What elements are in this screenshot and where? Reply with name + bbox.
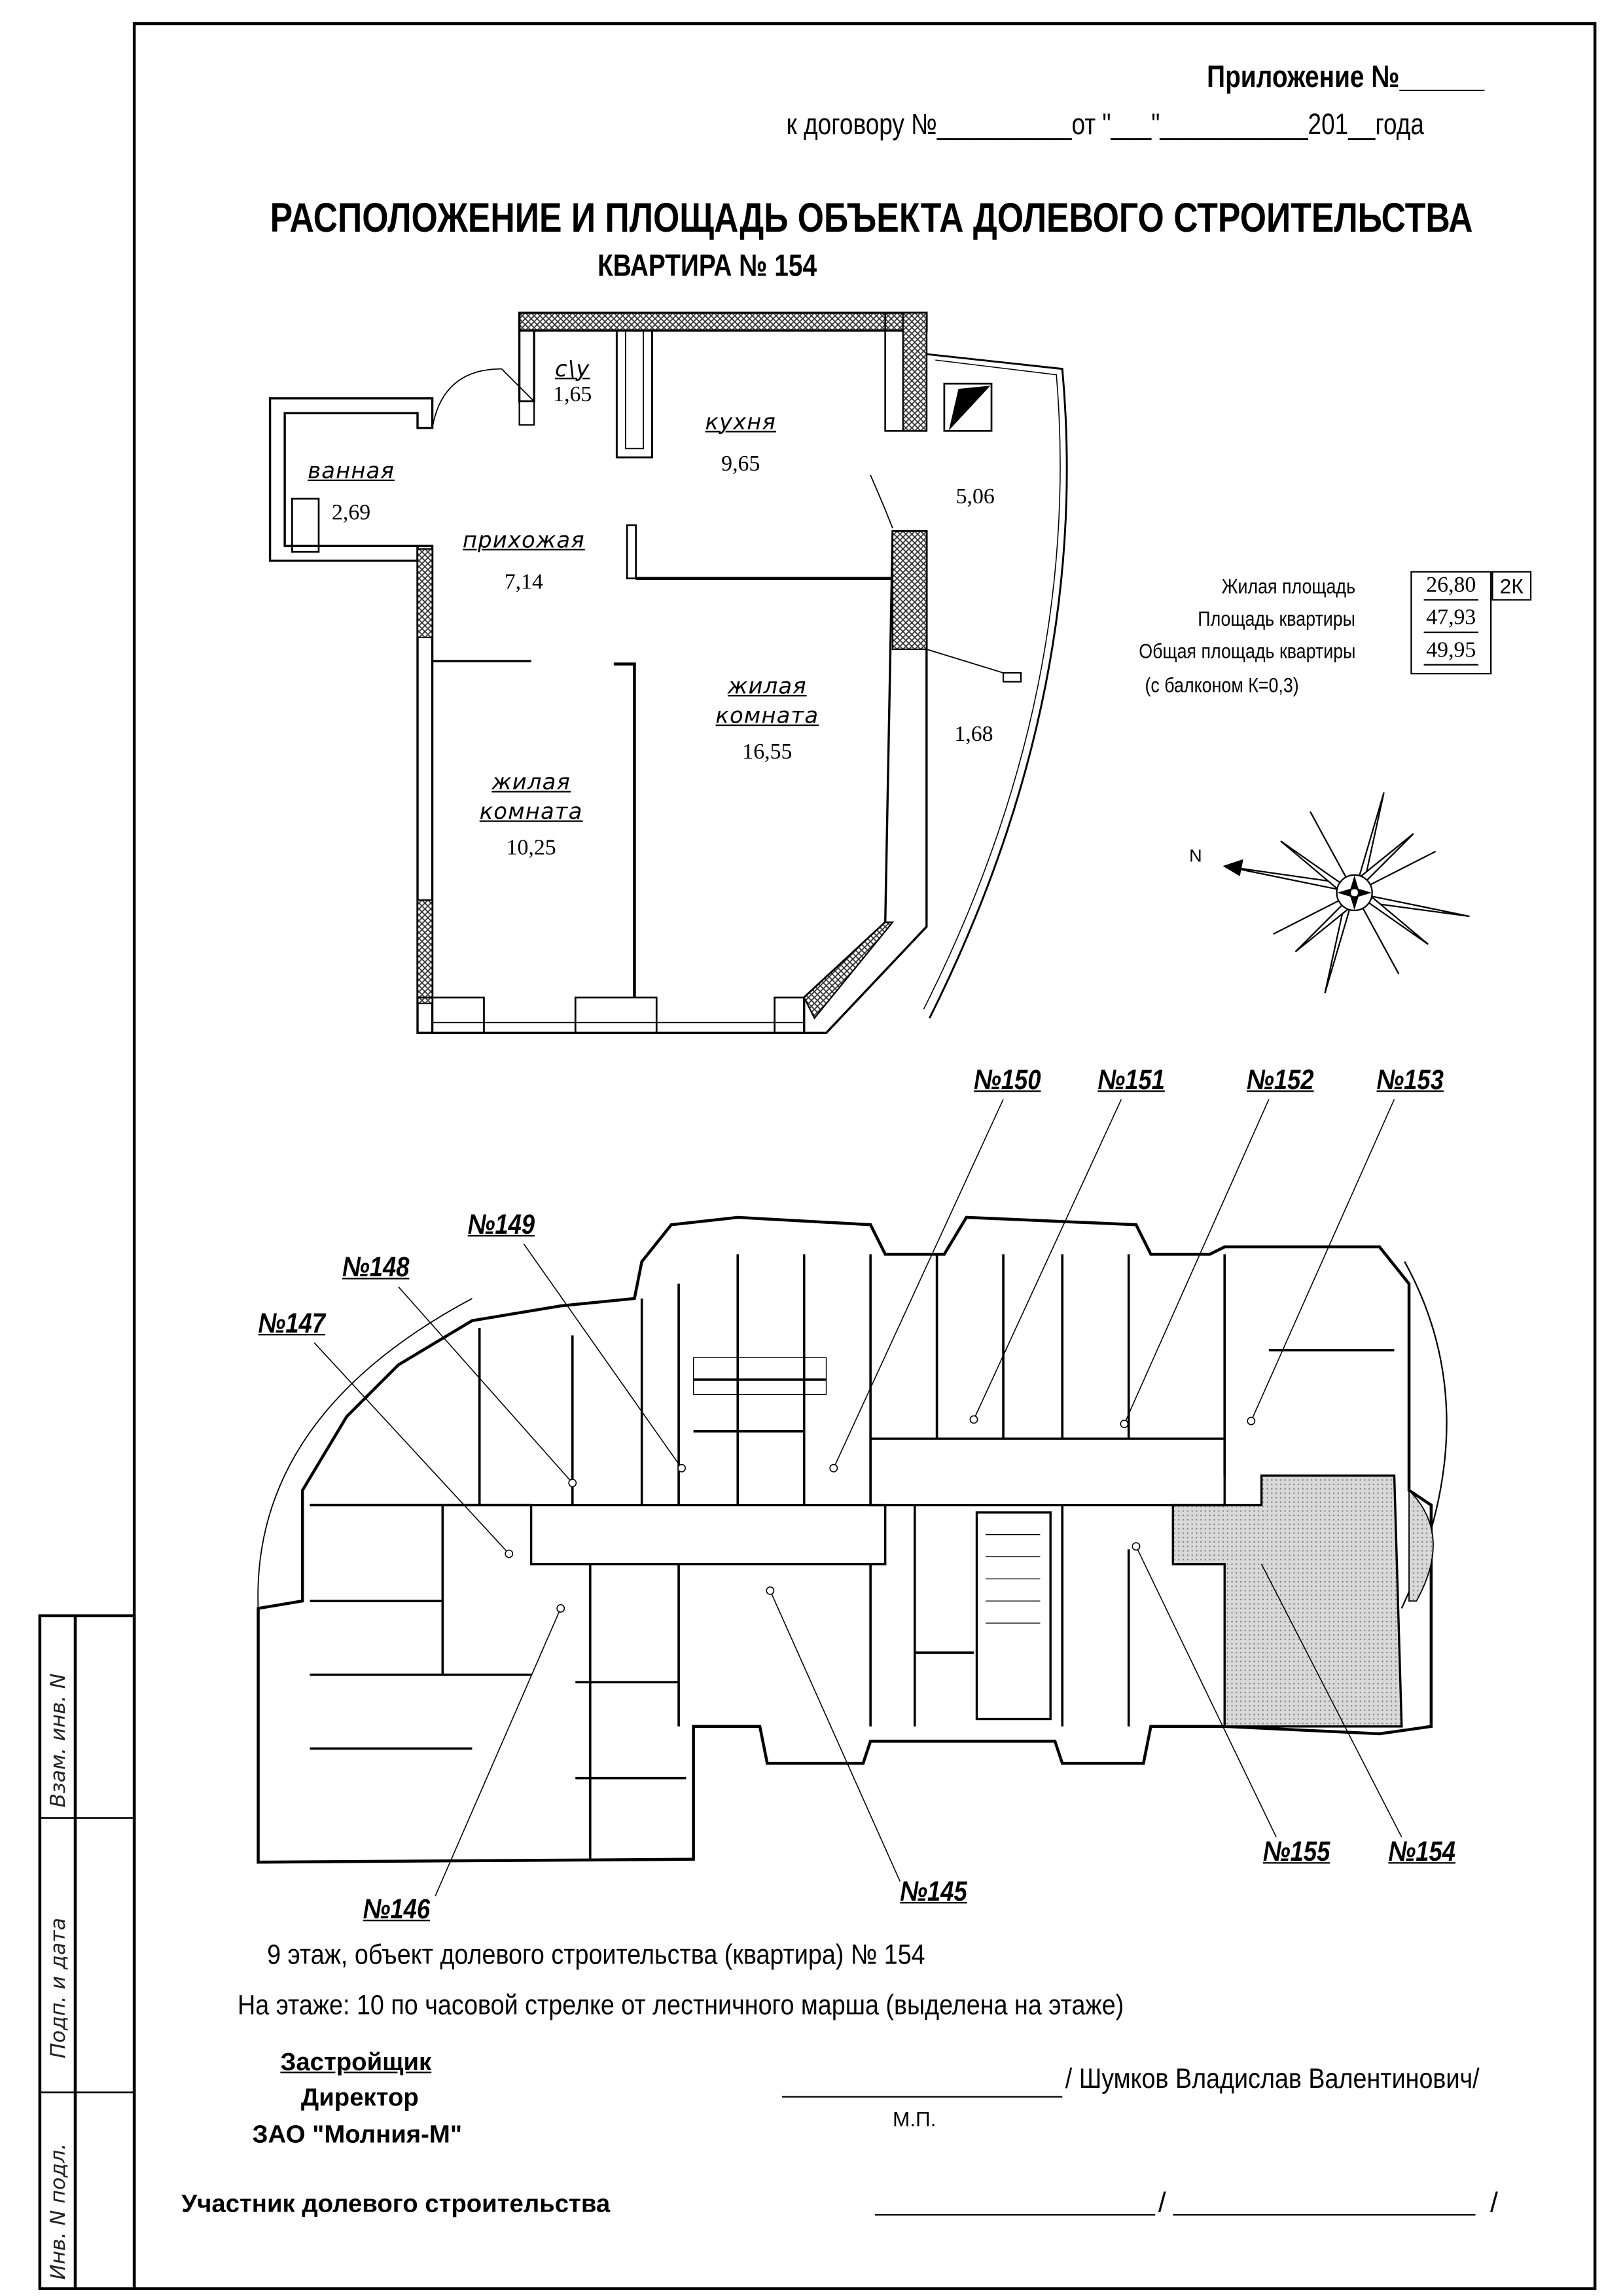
room-area: 1,68 (954, 723, 993, 747)
participant-label: Участник долевого строительства (181, 2189, 611, 2218)
room-living-1: жилая комната 16,55 (708, 673, 826, 768)
value: 47,93 (1423, 607, 1479, 634)
room-area: 10,25 (506, 836, 556, 861)
apartment-label-152: №152 (1247, 1065, 1314, 1097)
area-values-box (1410, 571, 1492, 675)
developer-company: ЗАО "Молния-М" (252, 2120, 463, 2149)
room-area: 7,14 (504, 571, 543, 596)
stamp-strip-replacement-inv: Взам. инв. N (47, 1673, 71, 1808)
developer-position: Директор (300, 2083, 419, 2112)
apartment-area-value: 47,93 (1410, 607, 1491, 634)
living-area-label: Жилая площадь (1222, 574, 1356, 598)
appendix-label: Приложение №______ (1207, 60, 1485, 95)
apartment-label-150: №150 (973, 1065, 1041, 1097)
apartment-label-149: №149 (467, 1210, 535, 1242)
balcony-coefficient-note: (с балконом К=0,3) (1145, 673, 1299, 697)
room-area: 1,65 (553, 384, 592, 408)
room-name: ванная (308, 457, 395, 484)
stamp-placeholder: М.П. (892, 2107, 936, 2131)
room-area: 5,06 (955, 485, 995, 509)
room-name: с\у (555, 355, 590, 382)
apartment-label-147: №147 (258, 1308, 326, 1340)
room-area: 2,69 (331, 501, 371, 525)
room-name: жилая комната (715, 673, 819, 728)
room-name: прихожая (462, 526, 585, 554)
living-area-value: 26,80 (1410, 574, 1491, 601)
apartment-label-151: №151 (1097, 1065, 1165, 1097)
developer-signer: / Шумков Владислав Валентинович/ (1065, 2064, 1480, 2096)
contract-reference: к договору №__________от "___"__________… (786, 109, 1424, 142)
room-loggia-2: 1,68 (954, 721, 993, 748)
apartment-label-154: №154 (1388, 1837, 1455, 1869)
participant-separator-1: / (1158, 2188, 1166, 2219)
document-title: РАСПОЛОЖЕНИЕ И ПЛОЩАДЬ ОБЪЕКТА ДОЛЕВОГО … (270, 194, 1473, 241)
apartment-plan (268, 312, 1068, 1034)
room-bath: ванная 2,69 (308, 450, 395, 535)
floor-description: 9 этаж, объект долевого строительства (к… (267, 1940, 925, 1972)
apartment-title: КВАРТИРА № 154 (597, 249, 817, 283)
apartment-label-145: №145 (900, 1876, 967, 1909)
stamp-strip-signature-date: Подп. и дата (47, 1918, 71, 2059)
apartment-label-148: №148 (342, 1253, 410, 1284)
room-area: 16,55 (742, 740, 793, 764)
apartment-area-label: Площадь квартиры (1198, 606, 1356, 630)
participant-separator-2: / (1490, 2188, 1498, 2219)
room-name: кухня (705, 408, 777, 436)
room-kitchen: кухня 9,65 (705, 401, 776, 486)
value: 26,80 (1423, 574, 1479, 601)
apartment-label-153: №153 (1376, 1065, 1444, 1097)
total-area-value: 49,95 (1410, 639, 1491, 666)
room-loggia-1: 5,06 (956, 484, 995, 511)
room-area: 9,65 (721, 452, 760, 476)
floor-position-description: На этаже: 10 по часовой стрелке от лестн… (237, 1990, 1124, 2022)
signature-lines (781, 2096, 1476, 2216)
compass-north-label: N (1189, 845, 1202, 867)
value: 49,95 (1423, 639, 1479, 666)
room-hallway: прихожая 7,14 (463, 520, 585, 606)
floor-plan (257, 1099, 1448, 1897)
apartment-label-155: №155 (1262, 1837, 1330, 1869)
developer-heading: Застройщик (280, 2048, 432, 2077)
room-name: жилая комната (479, 768, 583, 825)
apartment-label-146: №146 (363, 1894, 431, 1926)
room-living-2: жилая комната 10,25 (472, 769, 590, 864)
room-count-badge: 2К (1491, 571, 1532, 601)
page-frame (38, 22, 1597, 2290)
total-area-label: Общая площадь квартиры (1139, 639, 1356, 663)
compass-rose (1222, 792, 1470, 994)
stamp-strip-original-inv: Инв. N подл. (47, 2143, 71, 2280)
